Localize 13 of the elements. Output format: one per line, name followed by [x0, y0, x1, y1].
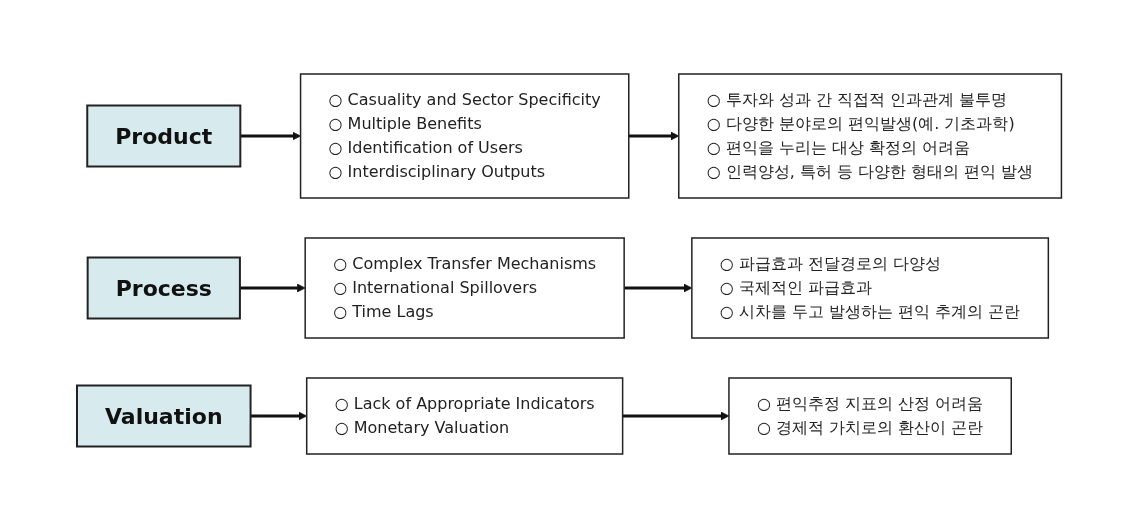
node-box: ○ Casuality and Sector Specificity ○ Multiple Benefits ○ Identification of Users ○ Interdisciplinary Outputs	[300, 72, 630, 199]
arrow	[624, 283, 693, 292]
node-box: ○ Complex Transfer Mechanisms ○ International Spillovers ○ Time Lags	[304, 236, 626, 339]
arrow	[240, 283, 306, 292]
node-box: ○ Lack of Appropriate Indicators ○ Monetary Valuation	[306, 376, 624, 455]
arrow	[622, 411, 730, 420]
node-box: Product	[86, 104, 242, 167]
node-box: Valuation	[76, 384, 252, 447]
node-box: ○ 편익추정 지표의 산정 어려움 ○ 경제적 가치로의 환산이 곤란	[728, 376, 1013, 455]
node-box: ○ 투자와 성과 간 직접적 인과관계 불투명 ○ 다양한 분야로의 편익발생(예. 기초과학) ○ 편익을 누리는 대상 확정의 어려움 ○ 인력양성, 특허 등 다양한 형태의 편익 발생	[678, 72, 1063, 199]
node-box: ○ 파급효과 전달경로의 다양성 ○ 국제적인 파급효과 ○ 시차를 두고 발생하는 편익 추계의 곤란	[691, 236, 1050, 339]
arrow	[629, 131, 680, 140]
node-box: Process	[86, 256, 242, 319]
